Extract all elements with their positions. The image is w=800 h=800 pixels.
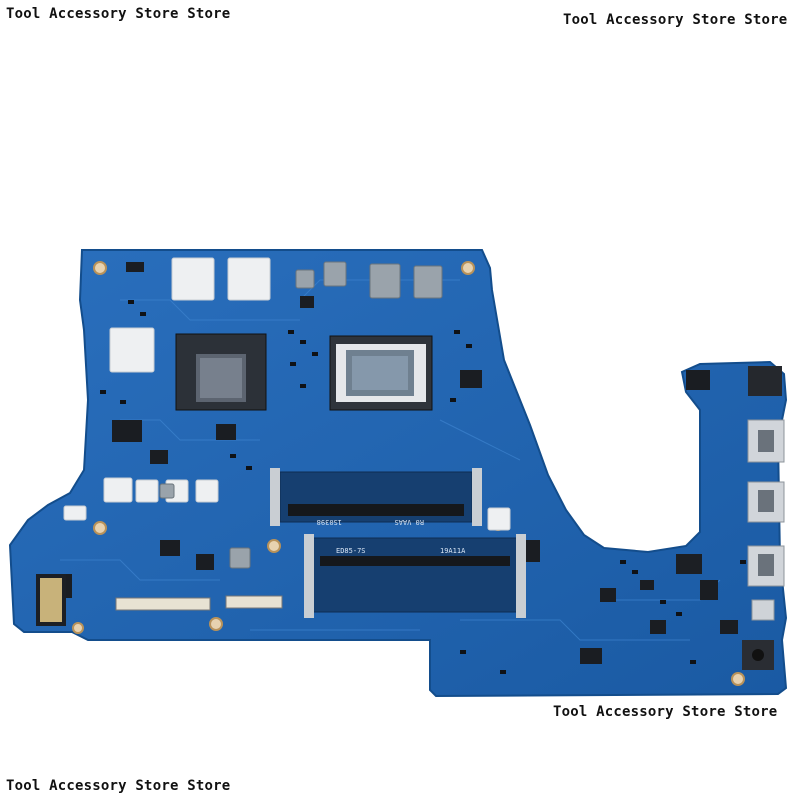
thermal-pads: [63, 257, 511, 531]
silkscreen-lower-left: ED85-7S: [336, 547, 366, 555]
power-inductors: [159, 261, 443, 569]
watermark-bottom-right: Tool Accessory Store Store: [553, 704, 778, 720]
watermark-bottom-left: Tool Accessory Store Store: [6, 778, 231, 794]
ram-slot-lower: ED85-7S 19A11A: [304, 534, 526, 618]
smd-components: [100, 300, 746, 674]
cpu-chip: [329, 335, 433, 411]
jacks: [742, 366, 782, 670]
ram-slot-upper: 1S0398 R0 VAAS: [270, 468, 482, 526]
watermark-top-left: Tool Accessory Store Store: [6, 6, 231, 22]
silkscreen-upper-left: 1S0398: [317, 518, 342, 526]
gpu-chip: [175, 333, 267, 411]
silkscreen-lower-right: 19A11A: [440, 547, 466, 555]
silkscreen-upper-right: R0 VAAS: [394, 518, 424, 526]
usb-ports: [747, 419, 785, 621]
ribbon-connectors: [36, 554, 702, 626]
watermark-top-right: Tool Accessory Store Store: [563, 12, 788, 28]
